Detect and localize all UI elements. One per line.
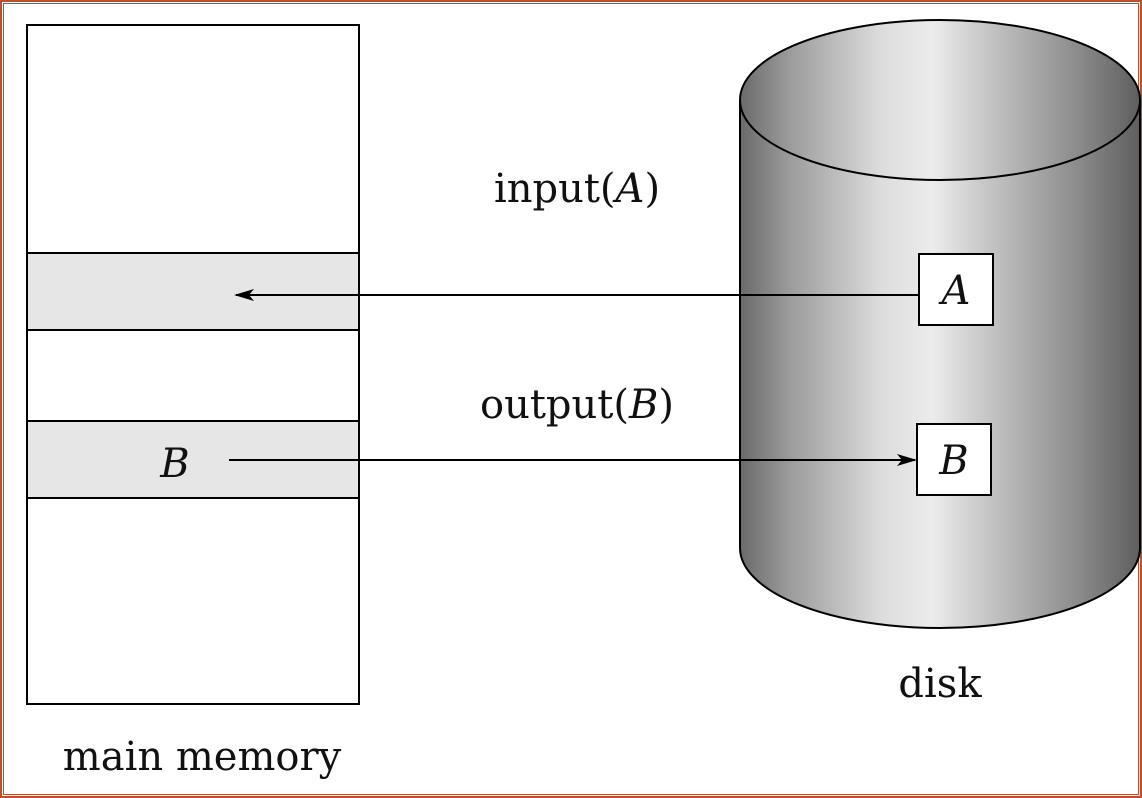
main-memory: B: [26, 24, 360, 705]
disk-block-a-label: A: [938, 268, 971, 314]
disk-label: disk: [898, 661, 982, 707]
disk-block-b: [916, 423, 992, 496]
output-op-label: output(B): [480, 382, 674, 428]
disk-body: [739, 99, 1141, 629]
disk-cylinder: A B: [739, 19, 1141, 629]
disk-top: [739, 19, 1141, 181]
disk-block-b-label: B: [938, 438, 968, 484]
main-memory-label: main memory: [63, 734, 342, 780]
input-op-label: input(A): [494, 166, 660, 212]
memory-buffer-a: [26, 252, 360, 331]
memory-block-b-label: B: [159, 441, 189, 487]
disk-block-a: [918, 253, 994, 326]
main-memory-box: [26, 24, 360, 705]
